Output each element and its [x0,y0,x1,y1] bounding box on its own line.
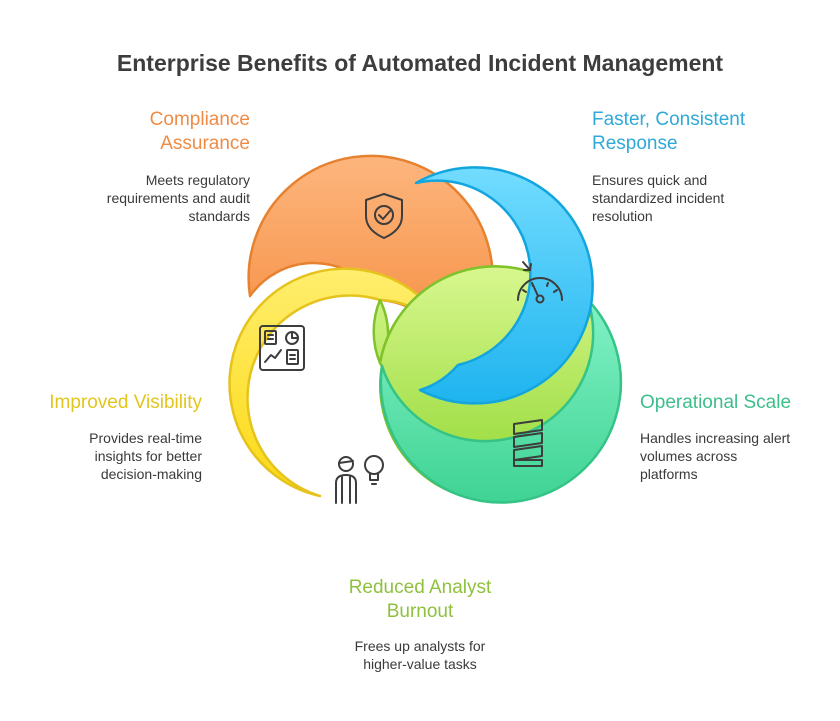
diagram-title: Enterprise Benefits of Automated Inciden… [116,50,724,76]
burnout-description: Frees up analysts for higher-value tasks [354,638,486,672]
dashboard-icon [259,325,305,371]
shield-check-icon [365,193,403,239]
scale-description: Handles increasing alert volumes across … [640,430,791,482]
scale-lobe [379,298,623,504]
response-heading: Faster, Consistent Response [592,109,746,154]
scale-heading: Operational Scale [640,392,792,413]
person-lightbulb-icon [335,455,384,504]
visibility-heading: Improved Visibility [49,392,202,413]
layers-stack-icon [513,419,543,467]
burnout-heading: Reduced Analyst Burnout [348,577,492,622]
compliance-description: Meets regulatory requirements and audit … [106,172,250,224]
speedometer-icon [517,261,563,304]
response-lobe [414,166,594,405]
compliance-heading: Compliance Assurance [149,109,250,154]
visibility-description: Provides real-time insights for better d… [89,430,202,482]
response-description: Ensures quick and standardized incident … [592,172,725,224]
